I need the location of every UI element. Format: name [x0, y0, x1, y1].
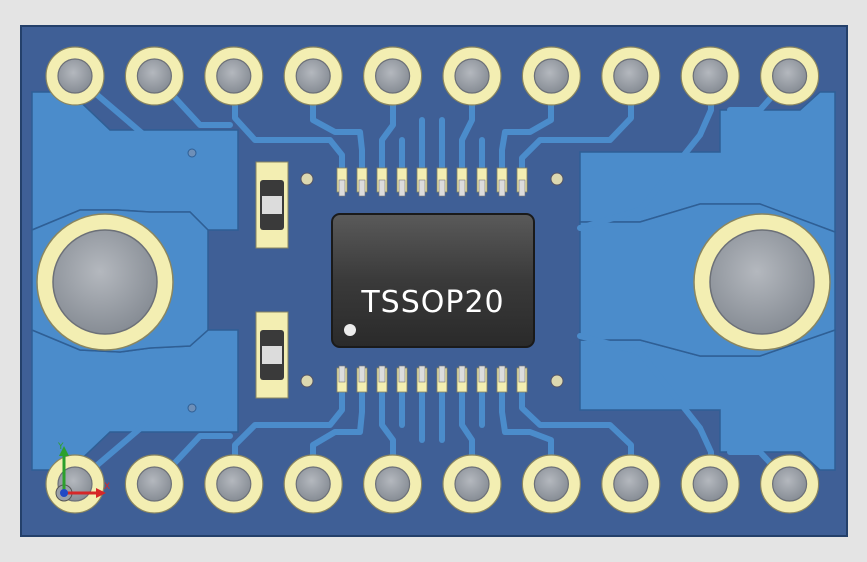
- trace: [310, 73, 365, 178]
- ic-pin-bottom-7: [456, 365, 468, 393]
- header-pin-top-9: [680, 46, 740, 106]
- header-pin-top-1: [45, 46, 105, 106]
- header-pin-bottom-7: [521, 454, 582, 514]
- ic-pin-top-10: [516, 167, 528, 197]
- ic-pin-top-1: [336, 167, 348, 197]
- ic-pins-top: [336, 167, 528, 197]
- trace: [310, 387, 365, 487]
- ic-pin-top-7: [456, 167, 468, 197]
- pour-vias: [187, 148, 197, 413]
- ic-pin-bottom-1: [336, 365, 348, 393]
- ic-pin-top-5: [416, 167, 428, 197]
- header-pin-bottom-2: [124, 454, 184, 514]
- trace: [232, 73, 345, 178]
- header-pin-top-8: [601, 46, 661, 106]
- ic-pin-bottom-5: [416, 365, 428, 393]
- header-pin-top-5: [363, 46, 423, 106]
- trace: [519, 73, 634, 178]
- header-pin-top-7: [521, 46, 582, 106]
- ic-pins-bottom: [336, 365, 528, 393]
- trace: [72, 417, 228, 487]
- header-pin-top-3: [204, 46, 264, 106]
- ic-package-label: TSSOP20: [360, 285, 504, 320]
- via: [550, 172, 564, 186]
- header-pin-bottom-5: [363, 454, 423, 514]
- header-pin-bottom-1: [45, 454, 105, 514]
- ic-pin-top-9: [496, 167, 508, 197]
- ic-vias: [300, 172, 564, 388]
- header-row-top: [45, 46, 820, 106]
- ic-pin-bottom-4: [396, 365, 408, 393]
- header-pin-bottom-6: [442, 454, 502, 514]
- ic-pin-bottom-8: [476, 365, 488, 393]
- via: [300, 374, 314, 388]
- axis-x-label: X: [104, 482, 110, 492]
- pin1-marker: [344, 324, 356, 336]
- trace: [519, 387, 634, 487]
- smd-capacitor-lower: [255, 311, 289, 399]
- ic-pin-top-8: [476, 167, 488, 197]
- ic-pin-bottom-3: [376, 365, 388, 393]
- ic-pin-top-2: [356, 167, 368, 197]
- trace: [72, 73, 228, 143]
- ic-pin-bottom-9: [496, 365, 508, 393]
- mounting-hole-right: [693, 213, 831, 351]
- ic-pin-top-6: [436, 167, 448, 197]
- header-pin-top-4: [283, 46, 343, 106]
- ic-pin-bottom-6: [436, 365, 448, 393]
- axis-triad: Y X: [55, 442, 110, 502]
- trace: [499, 387, 554, 487]
- ic-pin-bottom-10: [516, 365, 528, 393]
- header-pin-top-10: [759, 46, 820, 106]
- axis-y-label: Y: [57, 442, 64, 452]
- trace: [499, 73, 554, 178]
- header-pin-bottom-10: [759, 454, 820, 514]
- header-pin-top-6: [442, 46, 502, 106]
- ic-pin-bottom-2: [356, 365, 368, 393]
- ic-pin-top-4: [396, 167, 408, 197]
- header-pin-bottom-3: [204, 454, 264, 514]
- smd-capacitor-upper: [255, 161, 289, 249]
- via: [187, 148, 197, 158]
- mounting-hole-left: [36, 213, 174, 351]
- via: [187, 403, 197, 413]
- header-pin-bottom-9: [680, 454, 740, 514]
- trace: [232, 387, 345, 487]
- ic-pin-top-3: [376, 167, 388, 197]
- header-pin-bottom-4: [283, 454, 343, 514]
- ic-body: [331, 213, 535, 348]
- via: [300, 172, 314, 186]
- ic-tssop20: TSSOP20: [331, 213, 535, 348]
- via: [550, 374, 564, 388]
- header-pin-top-2: [124, 46, 184, 106]
- header-pin-bottom-8: [601, 454, 661, 514]
